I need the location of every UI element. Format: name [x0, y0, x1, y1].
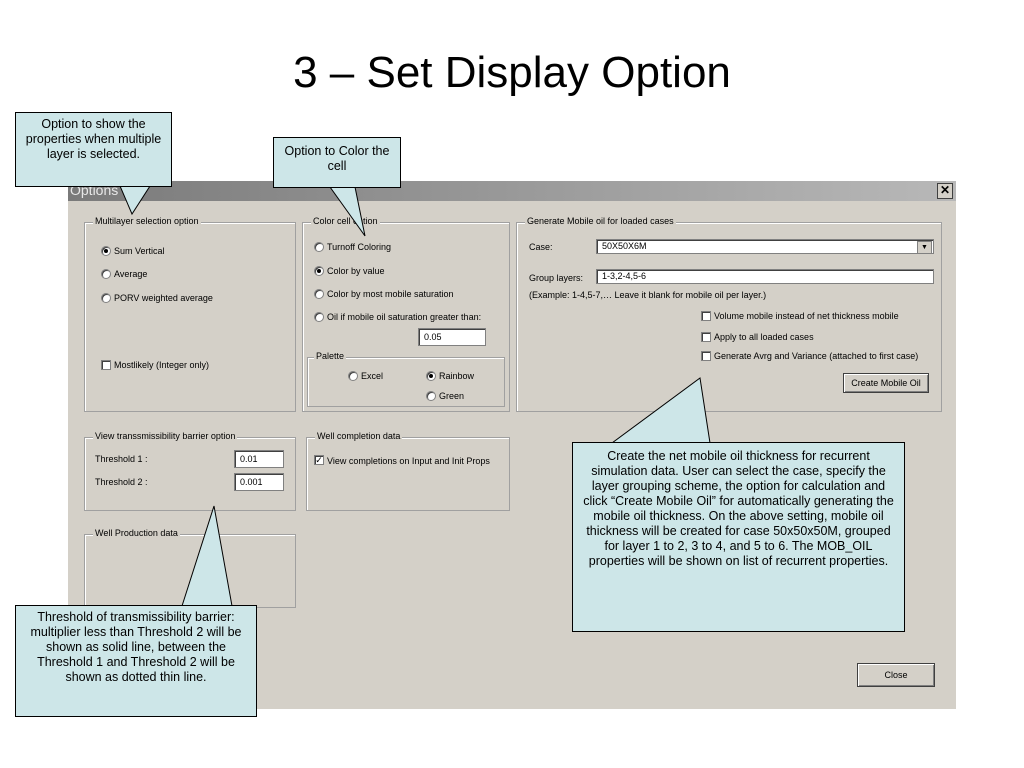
- example-text: (Example: 1-4,5-7,… Leave it blank for m…: [529, 290, 767, 300]
- create-mobile-oil-button[interactable]: Create Mobile Oil: [843, 373, 929, 393]
- generate-avrg-label: Generate Avrg and Variance (attached to …: [714, 351, 919, 361]
- multilayer-legend: Multilayer selection option: [93, 216, 201, 226]
- threshold1-label: Threshold 1 :: [95, 454, 148, 464]
- volume-mobile-label: Volume mobile instead of net thickness m…: [714, 311, 899, 321]
- well-completion-legend: Well completion data: [315, 431, 403, 441]
- well-completion-group: Well completion data ✓ View completions …: [306, 431, 510, 511]
- radio-palette-excel[interactable]: [348, 371, 358, 381]
- slide-title: 3 – Set Display Option: [293, 48, 731, 97]
- threshold2-input[interactable]: 0.001: [234, 473, 284, 491]
- color-cell-callout-tail: [329, 186, 366, 237]
- radio-color-by-value-label: Color by value: [327, 266, 385, 276]
- generate-avrg-checkbox[interactable]: [701, 351, 711, 361]
- radio-most-mobile-saturation[interactable]: [314, 289, 324, 299]
- radio-palette-excel-label: Excel: [361, 371, 384, 381]
- group-layers-label: Group layers:: [529, 273, 584, 283]
- mobile-oil-legend: Generate Mobile oil for loaded cases: [525, 216, 676, 226]
- close-button[interactable]: Close: [857, 663, 935, 687]
- radio-palette-rainbow-label: Rainbow: [439, 371, 475, 381]
- radio-palette-green-label: Green: [439, 391, 465, 401]
- mostlikely-label: Mostlikely (Integer only): [114, 360, 210, 370]
- mobile-oil-callout-tail: [610, 377, 711, 444]
- palette-group: Palette Excel Rainbow Green: [307, 351, 505, 407]
- palette-legend: Palette: [314, 351, 347, 361]
- threshold-callout: Threshold of transmissibility barrier: m…: [15, 605, 257, 717]
- radio-sum-vertical-label: Sum Vertical: [114, 246, 165, 256]
- color-cell-legend: Color cell option: [311, 216, 380, 226]
- color-cell-callout: Option to Color the cell: [273, 137, 401, 188]
- mobile-oil-group: Generate Mobile oil for loaded cases Cas…: [516, 216, 942, 412]
- multilayer-callout-tail: [119, 185, 151, 216]
- threshold-callout-tail: [181, 505, 233, 607]
- threshold1-input[interactable]: 0.01: [234, 450, 284, 468]
- mostlikely-checkbox[interactable]: [101, 360, 111, 370]
- radio-turnoff-coloring-label: Turnoff Coloring: [327, 242, 392, 252]
- radio-most-mobile-saturation-label: Color by most mobile saturation: [327, 289, 454, 299]
- case-label: Case:: [529, 242, 553, 252]
- apply-all-cases-checkbox[interactable]: [701, 332, 711, 342]
- volume-mobile-checkbox[interactable]: [701, 311, 711, 321]
- case-select[interactable]: 50X50X6M ▼: [596, 239, 934, 254]
- group-layers-input[interactable]: 1-3,2-4,5-6: [596, 269, 934, 284]
- chevron-down-icon[interactable]: ▼: [917, 241, 932, 254]
- view-completions-label: View completions on Input and Init Props: [327, 456, 490, 466]
- radio-porv-weighted[interactable]: [101, 293, 111, 303]
- threshold2-label: Threshold 2 :: [95, 477, 148, 487]
- case-select-value: 50X50X6M: [602, 241, 647, 251]
- apply-all-cases-label: Apply to all loaded cases: [714, 332, 814, 342]
- well-production-legend: Well Production data: [93, 528, 180, 538]
- radio-color-by-value[interactable]: [314, 266, 324, 276]
- transmissibility-group: View transsmissibility barrier option Th…: [84, 431, 296, 511]
- radio-palette-green[interactable]: [426, 391, 436, 401]
- radio-sum-vertical[interactable]: [101, 246, 111, 256]
- view-completions-checkbox[interactable]: ✓: [314, 455, 324, 465]
- radio-oil-if-mobile[interactable]: [314, 312, 324, 322]
- radio-oil-if-mobile-label: Oil if mobile oil saturation greater tha…: [327, 312, 482, 322]
- radio-average-label: Average: [114, 269, 148, 279]
- mobile-oil-callout: Create the net mobile oil thickness for …: [572, 442, 905, 632]
- saturation-threshold-input[interactable]: 0.05: [418, 328, 486, 346]
- radio-average[interactable]: [101, 269, 111, 279]
- radio-palette-rainbow[interactable]: [426, 371, 436, 381]
- radio-porv-weighted-label: PORV weighted average: [114, 293, 213, 303]
- multilayer-group: Multilayer selection option Sum Vertical…: [84, 216, 296, 412]
- close-icon[interactable]: ✕: [937, 183, 953, 199]
- radio-turnoff-coloring[interactable]: [314, 242, 324, 252]
- multilayer-callout: Option to show the properties when multi…: [15, 112, 172, 187]
- transmissibility-legend: View transsmissibility barrier option: [93, 431, 238, 441]
- color-cell-group: Color cell option Turnoff Coloring Color…: [302, 216, 510, 412]
